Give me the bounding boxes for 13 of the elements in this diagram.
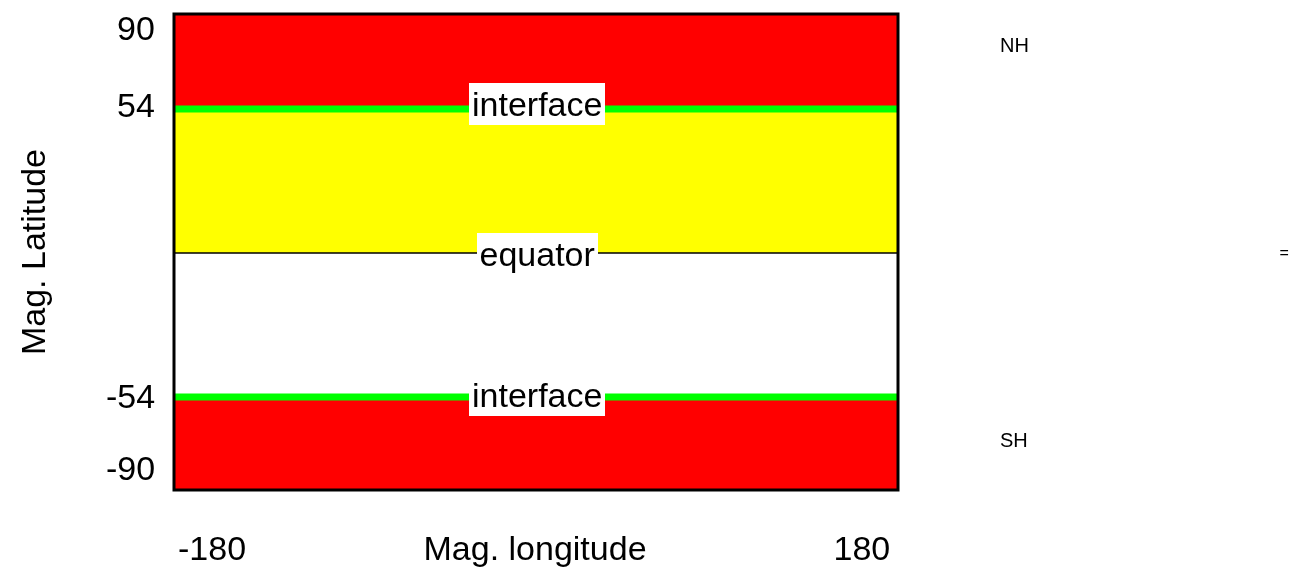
tick-label: 90: [117, 11, 155, 45]
tick-label: -90: [106, 451, 156, 485]
tick-label: -180: [178, 531, 247, 565]
axis-title: Mag. Latitude: [16, 149, 50, 355]
tick-label: -54: [106, 379, 156, 413]
region-label: SH: [1000, 430, 1028, 450]
line-label: interface: [469, 83, 606, 125]
tick-label: 180: [833, 531, 891, 565]
region-label: NH: [1000, 35, 1029, 55]
tick-label: 54: [117, 88, 155, 122]
axis-title: Mag. longitude: [423, 531, 647, 565]
line-label: equator: [476, 233, 598, 275]
symbol: =: [1279, 245, 1289, 261]
